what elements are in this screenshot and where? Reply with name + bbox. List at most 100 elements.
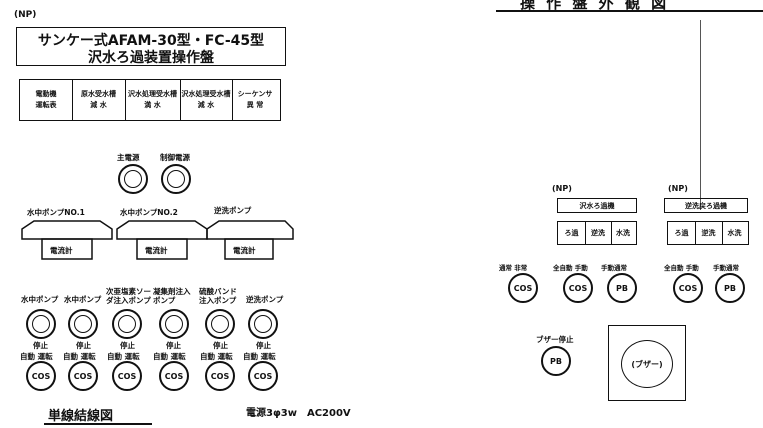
cos-text: COS xyxy=(678,283,698,293)
mode-text: 逆洗 xyxy=(591,228,605,237)
control-power-label: 制御電源 xyxy=(160,153,190,162)
np-label-1: (NP) xyxy=(552,184,572,193)
cos-text: COS xyxy=(210,371,230,381)
buzzer-text: (ブザー) xyxy=(631,359,663,369)
cos-text: COS xyxy=(73,371,93,381)
lamp-label: 硫酸バンド注入ポンプ xyxy=(199,287,237,305)
control-power-lamp xyxy=(161,164,191,194)
ammeter-label-2: 電流計 xyxy=(145,246,168,255)
mode-cell: 逆洗 xyxy=(585,222,612,244)
mode-cell: 水洗 xyxy=(611,222,635,244)
indicator-sequencer: シーケンサ 異 常 xyxy=(232,80,278,120)
switch-sub: 自動 運転 xyxy=(243,352,276,361)
header-rule xyxy=(496,10,763,12)
indicator-text: 電動機 xyxy=(35,90,57,98)
pb-text: PB xyxy=(616,283,628,293)
mode-text: ろ過 xyxy=(674,228,689,237)
power-spec: 電源3φ3w AC200V xyxy=(246,408,351,419)
cos-text: COS xyxy=(253,371,273,381)
pump2-label: 水中ポンプNO.2 xyxy=(120,208,178,217)
mode-cell: 逆洗 xyxy=(695,222,723,244)
lamp-label: 凝集剤注入ポンプ xyxy=(153,287,191,305)
sw-label: 手動通常 xyxy=(713,264,739,272)
switch-sub: 自動 運転 xyxy=(20,352,53,361)
pump-lamp xyxy=(248,309,278,339)
group2-title: 逆洗戻ろ過機 xyxy=(685,201,727,210)
right-header: 操 作 盤 外 観 図 xyxy=(520,0,670,12)
cos-text: COS xyxy=(568,283,588,293)
switch-stop: 停止 xyxy=(166,341,181,350)
cos-selector[interactable]: COS xyxy=(68,361,98,391)
switch-sub: 自動 運転 xyxy=(107,352,140,361)
lamp-label: 次亜塩素ソーダ注入ポンプ xyxy=(106,287,151,305)
group2-modes: ろ過 逆洗 水洗 xyxy=(667,221,749,245)
pb-button-2[interactable]: PB xyxy=(715,273,745,303)
lamp-label: 逆洗ポンプ xyxy=(246,295,284,304)
buzzer-icon: (ブザー) xyxy=(621,340,673,388)
indicator-text: 減 水 xyxy=(197,101,215,109)
indicator-text: 満 水 xyxy=(144,101,161,109)
indicator-text: 減 水 xyxy=(90,101,107,109)
pb-text: PB xyxy=(724,283,736,293)
switch-stop: 停止 xyxy=(33,341,48,350)
switch-stop: 停止 xyxy=(120,341,135,350)
divider-line xyxy=(700,20,701,210)
group2-title-box: 逆洗戻ろ過機 xyxy=(664,198,748,213)
ammeter-group xyxy=(21,220,294,260)
switch-sub: 自動 運転 xyxy=(200,352,233,361)
panel-title-box: サンケー式AFAM-30型・FC-45型 沢水ろ過装置操作盤 xyxy=(16,27,286,66)
main-power-lamp xyxy=(118,164,148,194)
sw-label: 通常 非常 xyxy=(499,264,528,272)
switch-stop: 停止 xyxy=(256,341,271,350)
mode-cell: 水洗 xyxy=(722,222,747,244)
ammeter-label-3: 電流計 xyxy=(233,246,256,255)
pump-lamp xyxy=(68,309,98,339)
buzzer-stop-button[interactable]: PB xyxy=(541,346,571,376)
sw-label: 全自動 手動 xyxy=(664,264,699,272)
cos-selector-auto[interactable]: COS xyxy=(563,273,593,303)
cos-selector-auto-2[interactable]: COS xyxy=(673,273,703,303)
cos-selector[interactable]: COS xyxy=(159,361,189,391)
buzzer-box: (ブザー) xyxy=(608,325,686,401)
panel-title-line1: サンケー式AFAM-30型・FC-45型 xyxy=(37,33,265,49)
mode-text: ろ過 xyxy=(564,228,579,237)
single-line-title: 単線結線図 xyxy=(48,409,114,424)
cos-selector[interactable]: COS xyxy=(112,361,142,391)
mode-cell: ろ過 xyxy=(668,222,696,244)
cos-selector-mode[interactable]: COS xyxy=(508,273,538,303)
cos-selector[interactable]: COS xyxy=(248,361,278,391)
cos-selector[interactable]: COS xyxy=(26,361,56,391)
sw-label: 手動通常 xyxy=(601,264,627,272)
lamp-label: 水中ポンプ xyxy=(21,295,59,304)
indicator-text: シーケンサ xyxy=(237,90,273,98)
mode-text: 水洗 xyxy=(727,228,742,237)
group1-title: 沢水ろ過機 xyxy=(579,201,615,210)
main-power-label: 主電源 xyxy=(117,153,140,162)
indicator-raw-tank: 原水受水槽 減 水 xyxy=(72,80,126,120)
pump-lamp xyxy=(26,309,56,339)
mode-cell: ろ過 xyxy=(558,222,586,244)
sw-label: 全自動 手動 xyxy=(553,264,588,272)
mode-text: 水洗 xyxy=(616,228,630,237)
switch-stop: 停止 xyxy=(76,341,91,350)
group1-modes: ろ過 逆洗 水洗 xyxy=(557,221,637,245)
switch-sub: 自動 運転 xyxy=(63,352,96,361)
cos-selector[interactable]: COS xyxy=(205,361,235,391)
np-label-2: (NP) xyxy=(668,184,688,193)
indicator-treated-low: 沢水処理受水槽 減 水 xyxy=(180,80,233,120)
indicator-text: 原水受水槽 xyxy=(81,90,116,98)
cos-text: COS xyxy=(31,371,51,381)
pump-lamp xyxy=(159,309,189,339)
np-label: (NP) xyxy=(14,10,37,20)
cos-text: COS xyxy=(513,283,533,293)
indicator-treated-full: 沢水処理受水槽 満 水 xyxy=(125,80,181,120)
cos-text: COS xyxy=(164,371,184,381)
cos-text: COS xyxy=(117,371,137,381)
indicator-text: 沢水処理受水槽 xyxy=(128,90,177,98)
indicator-text: 沢水処理受水槽 xyxy=(181,90,231,98)
mode-text: 逆洗 xyxy=(701,228,716,237)
indicator-text: 運転表 xyxy=(35,101,57,109)
pb-button[interactable]: PB xyxy=(607,273,637,303)
switch-stop: 停止 xyxy=(213,341,228,350)
pump-lamp xyxy=(205,309,235,339)
